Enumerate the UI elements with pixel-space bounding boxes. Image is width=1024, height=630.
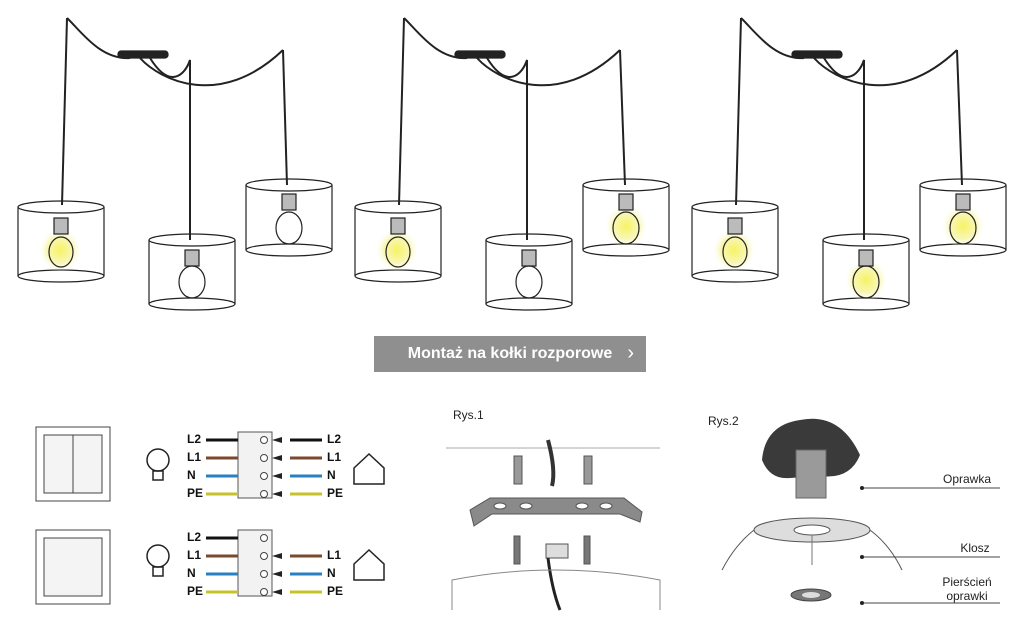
terminal-screw (260, 436, 268, 444)
house-icon (353, 452, 385, 581)
wire-label: L2 (327, 432, 342, 446)
ceiling-canopy (117, 50, 169, 59)
callout-pierscien: Pierścień oprawki (942, 575, 992, 603)
arrow-icon (272, 473, 282, 479)
terminal-screw (260, 454, 268, 462)
wire-label: PE (327, 486, 344, 500)
double-switch-icon (35, 426, 111, 502)
wire-label: L2 (187, 530, 202, 544)
wire-label: N (327, 468, 336, 482)
wire-label: L2 (187, 432, 202, 446)
wire-label: N (187, 566, 196, 580)
terminal-screw (260, 472, 268, 480)
figure-label-rys2: Rys.2 (708, 414, 739, 428)
wires-bottom (206, 534, 322, 596)
wire-label: PE (327, 584, 344, 598)
lamp-group-3 (691, 17, 1007, 311)
arrow-icon (272, 589, 282, 595)
banner-label: Montaż na kołki rozporowe (407, 345, 613, 362)
figure-label-rys1: Rys.1 (453, 408, 484, 422)
callout-klosz: Klosz (960, 541, 990, 555)
terminal-screw (260, 490, 268, 498)
lamp-group-2 (354, 17, 670, 311)
lamp-group-1 (17, 17, 333, 311)
wire-label: N (327, 566, 336, 580)
wires-top (206, 436, 322, 498)
terminal-screw (260, 570, 268, 578)
wire-label: N (187, 468, 196, 482)
mounting-banner-button[interactable]: Montaż na kołki rozporowe › (374, 336, 646, 372)
bulb-icon (146, 448, 170, 577)
mounting-diagram (446, 439, 661, 611)
terminal-screw (260, 534, 268, 542)
terminal-screw (260, 588, 268, 596)
single-switch-icon (35, 529, 111, 605)
chevron-right-icon: › (627, 342, 634, 364)
wire-label: L1 (327, 450, 342, 464)
arrow-icon (272, 571, 282, 577)
shade-diagram (721, 418, 1000, 605)
arrow-icon (272, 455, 282, 461)
arrow-icon (272, 553, 282, 559)
wire-label: PE (187, 486, 204, 500)
arrow-icon (272, 437, 282, 443)
wire-label: L1 (187, 548, 202, 562)
callout-oprawka: Oprawka (942, 472, 992, 486)
wire-label: L1 (327, 548, 342, 562)
arrow-icon (272, 491, 282, 497)
wire-label: L1 (187, 450, 202, 464)
wire-label: PE (187, 584, 204, 598)
terminal-screw (260, 552, 268, 560)
